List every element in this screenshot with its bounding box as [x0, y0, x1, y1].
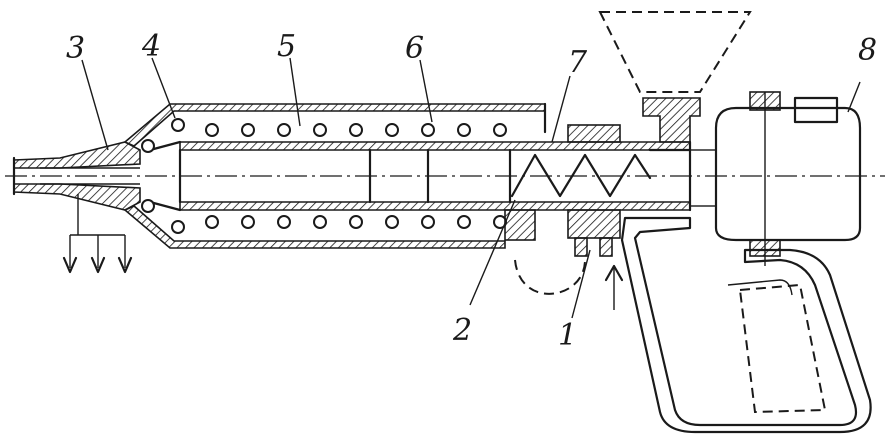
leader-lines: [81, 57, 861, 319]
label-1: 2: [452, 313, 472, 348]
label-4: 4: [141, 29, 161, 64]
nozzle: [12, 141, 141, 211]
coolant-fittings: [504, 124, 624, 310]
feed-screw: [510, 148, 692, 198]
label-8: 8: [858, 33, 877, 68]
hopper: [598, 11, 752, 143]
label-5: 5: [277, 29, 296, 64]
heating-coil: [141, 118, 507, 234]
label-2: 1: [558, 318, 577, 353]
label-3: 3: [66, 31, 85, 66]
label-6: 6: [405, 31, 424, 66]
label-7: 7: [568, 45, 588, 80]
pistol-grip: [620, 216, 872, 434]
outflow-arrows: [62, 194, 133, 274]
motor: [689, 91, 862, 266]
barrel: [148, 140, 692, 212]
